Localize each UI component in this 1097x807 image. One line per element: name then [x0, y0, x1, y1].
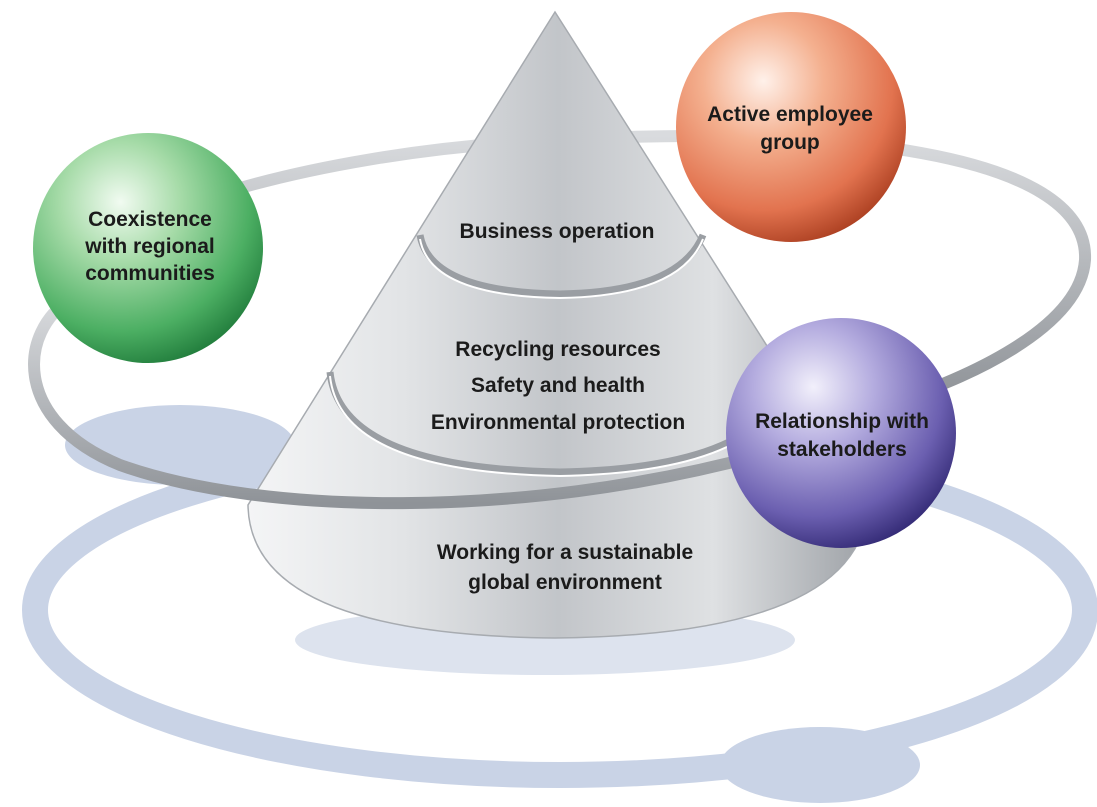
cone-label-base-line2: global environment [468, 571, 662, 594]
cone-groove-top [416, 233, 707, 298]
sphere-green-line1: Coexistence [88, 208, 212, 231]
cone-label-base-line1: Working for a sustainable [437, 541, 693, 564]
sphere-purple-line1: Relationship with [755, 410, 929, 433]
cone-label-business-operation: Business operation [460, 220, 655, 243]
sphere-active-employee-group: Active employee group [676, 12, 906, 242]
sphere-regional-communities: Coexistence with regional communities [33, 133, 263, 363]
cone-label-environmental-protection: Environmental protection [431, 411, 685, 434]
cone [247, 10, 869, 639]
sphere-purple-line2: stakeholders [777, 438, 907, 461]
sphere-green-line3: communities [85, 262, 215, 285]
sphere-green-line2: with regional [84, 235, 215, 258]
sphere-relationship-stakeholders: Relationship with stakeholders [726, 318, 956, 548]
sphere-orange-line2: group [760, 131, 819, 154]
cone-label-recycling-resources: Recycling resources [455, 338, 660, 361]
ring-front [28, 294, 766, 510]
cone-label-safety-and-health: Safety and health [471, 374, 645, 397]
sphere-orange-line1: Active employee [707, 103, 873, 126]
